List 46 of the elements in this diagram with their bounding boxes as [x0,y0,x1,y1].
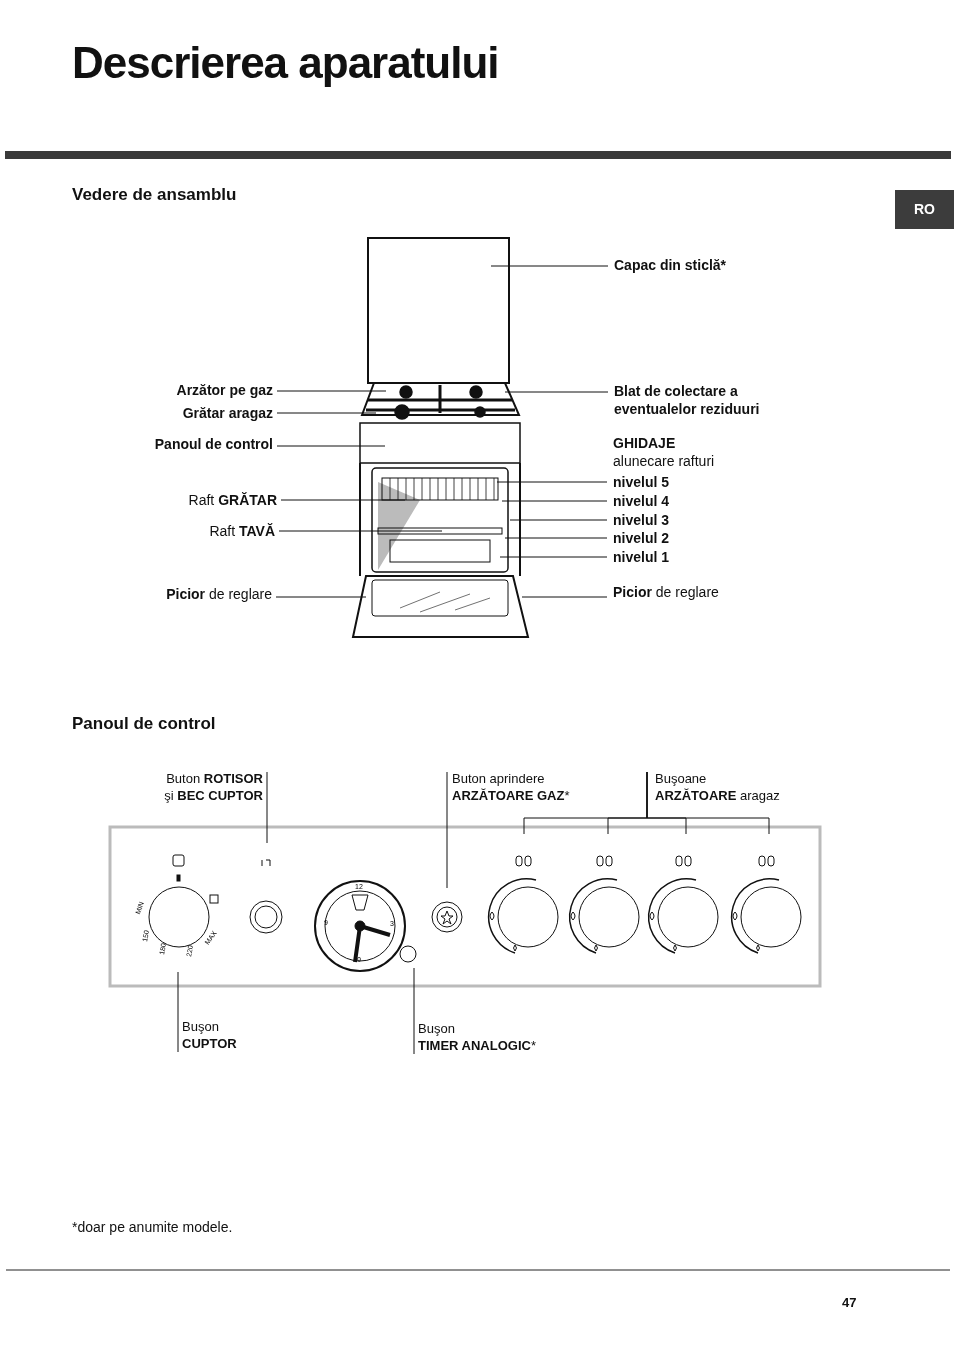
leader-line [413,967,415,1055]
callout-label: Picior de reglare [613,583,719,601]
callout-label: nivelul 4 [613,492,670,510]
section-heading: Panoul de control [72,713,216,734]
leader-line [177,971,179,1053]
leader-line [276,412,377,414]
leader-line [266,771,268,844]
callout-label: Buşoane ARZĂTOARE aragaz [655,770,780,804]
leader-line [521,596,608,598]
leader-line [490,265,609,267]
leader-line [496,481,608,483]
guide-label: GHIDAJE [613,434,676,452]
callout-label: Blat de colectare a eventualelor reziduuri [614,382,784,418]
callout-label: Raft GRĂTAR [188,491,277,509]
callout-label: Grătar aragaz [182,404,273,422]
callout-label: Buton ROTISOR şi BEC CUPTOR [164,770,263,804]
leader-line [446,771,448,889]
leader-line [278,530,443,532]
leader-line [646,771,770,835]
callout-label: Panoul de control [154,435,273,453]
section-heading: Vedere de ansamblu [72,184,237,205]
callout-label: Buton aprindere ARZĂTOARE GAZ* [452,770,570,804]
leader-line [275,596,367,598]
callout-label: nivelul 1 [613,548,670,566]
leader-line [504,391,609,393]
callout-label: Picior de reglare [166,585,272,603]
leader-line [276,445,386,447]
language-tab: RO [895,190,954,229]
leader-line [280,499,406,501]
callout-label: nivelul 2 [613,529,670,547]
leader-line [504,537,608,539]
leader-line [499,556,608,558]
page-number: 47 [842,1294,857,1311]
callout-label: Arzător pe gaz [176,381,273,399]
callout-label: nivelul 3 [613,511,670,529]
page-title: Descrierea aparatului [72,38,499,88]
leader-line [276,390,387,392]
callout-label: Raft TAVĂ [209,522,275,540]
callout-label: Capac din sticlă* [614,256,727,274]
callout-label: Buşon CUPTOR [182,1018,237,1052]
callout-label: Buşon TIMER ANALOGIC* [418,1020,536,1054]
guide-label: alunecare rafturi [613,452,715,470]
leader-line [509,519,608,521]
leader-line [501,500,608,502]
footnote: *doar pe anumite modele. [72,1218,233,1236]
callout-label: nivelul 5 [613,473,670,491]
